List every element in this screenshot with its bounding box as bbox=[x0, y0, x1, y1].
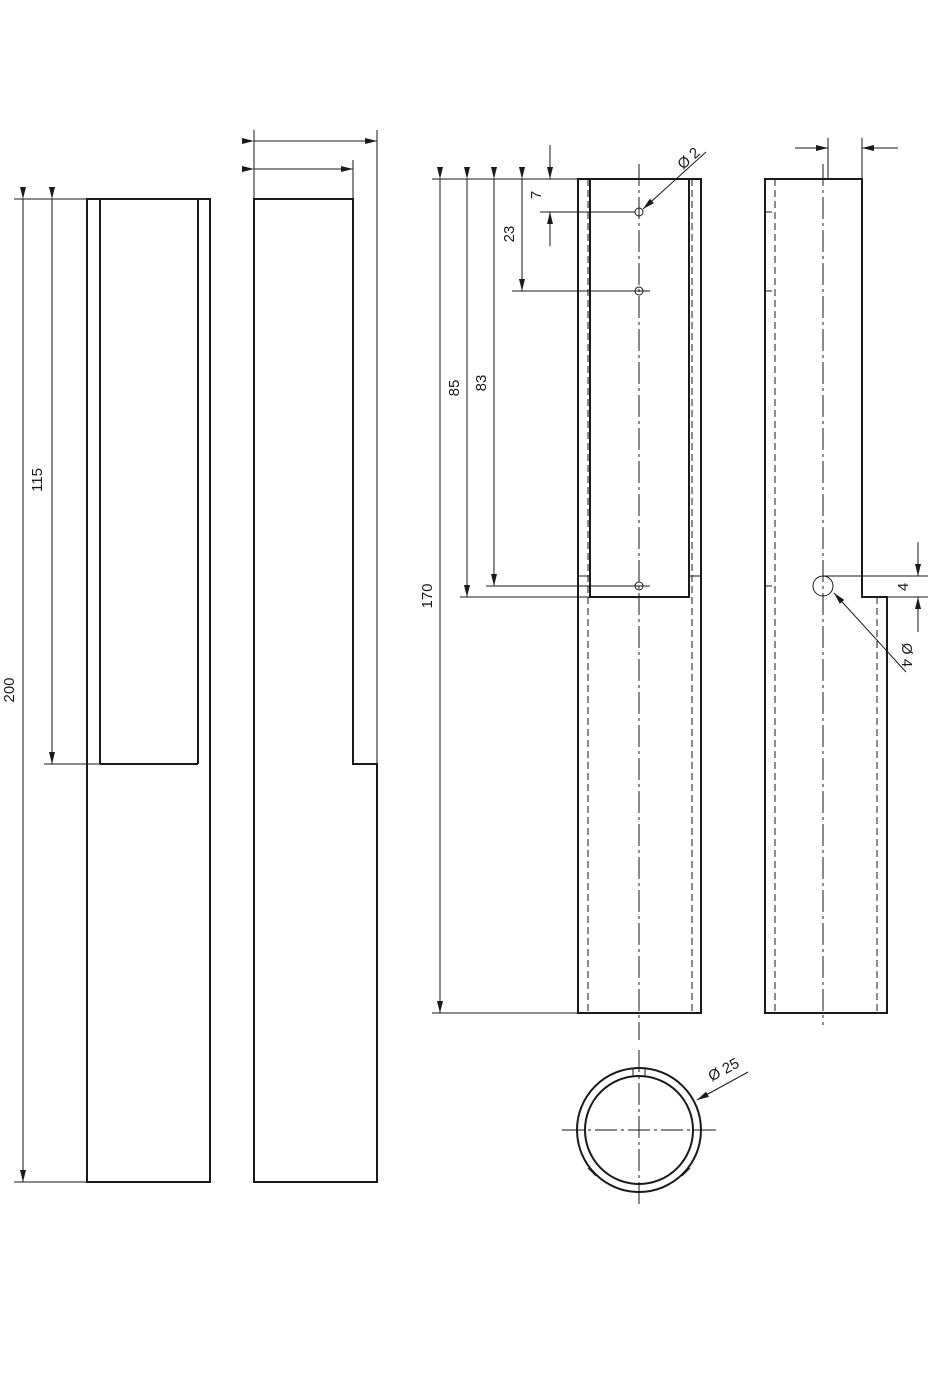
dimension-label-83: 83 bbox=[473, 375, 490, 392]
dimension-label-85: 85 bbox=[446, 380, 463, 397]
dimension-label-4: 4 bbox=[895, 583, 912, 591]
dimension-side-top bbox=[795, 138, 898, 179]
dimension-4: 4 bbox=[862, 542, 928, 632]
dimension-label-dia-25: Ø 25 bbox=[706, 1055, 743, 1085]
view-tube-front bbox=[578, 164, 701, 1040]
dimension-dia-4: Ø 4 bbox=[834, 593, 915, 672]
view-tube-end bbox=[562, 1050, 716, 1205]
dimension-115: 115 bbox=[29, 199, 100, 764]
dimension-7: 7 bbox=[528, 145, 635, 246]
dimension-170: 170 bbox=[419, 179, 578, 1013]
notch-half-circle bbox=[813, 576, 823, 596]
dimension-label-dia-4: Ø 4 bbox=[898, 643, 915, 667]
dimension-label-115: 115 bbox=[29, 468, 46, 492]
dimension-width-top bbox=[254, 130, 377, 764]
view-side-step bbox=[254, 199, 377, 1182]
dimension-label-dia-2: Ø 2 bbox=[674, 144, 703, 173]
dimension-23: 23 bbox=[501, 179, 628, 291]
dimension-label-170: 170 bbox=[419, 583, 436, 608]
dimension-label-23: 23 bbox=[501, 226, 518, 243]
view-front-slot bbox=[87, 199, 210, 1182]
view-tube-side bbox=[765, 164, 887, 1025]
dimension-label-200: 200 bbox=[1, 677, 18, 702]
dimension-200: 200 bbox=[1, 199, 87, 1182]
dimension-dia-25: Ø 25 bbox=[697, 1055, 748, 1100]
dimension-85: 85 bbox=[446, 179, 590, 597]
dimension-label-7: 7 bbox=[528, 191, 545, 199]
dimension-dia-2: Ø 2 bbox=[643, 144, 706, 209]
